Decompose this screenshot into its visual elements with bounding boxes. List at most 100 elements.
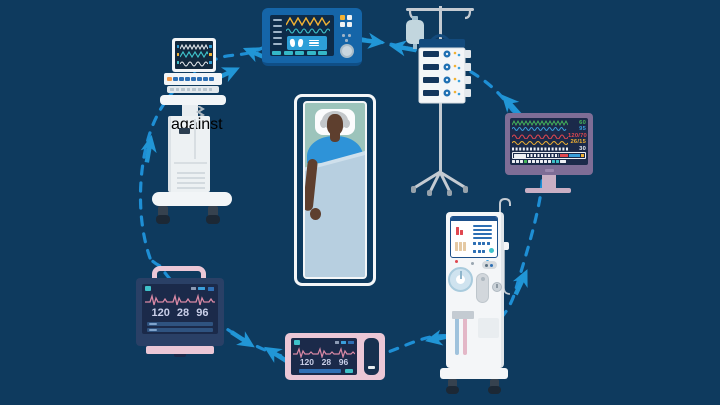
bedside-monitor-body: 120 28 96	[136, 278, 224, 346]
label-chip	[514, 153, 526, 158]
indicator-dot	[345, 39, 348, 42]
resp-trace	[512, 147, 568, 150]
wall-monitor: 60 95 120/70 26/15	[505, 113, 593, 193]
bed-frame	[294, 94, 376, 286]
header-dash	[191, 287, 196, 290]
infusion-pump-stack	[398, 4, 482, 196]
control-knob	[492, 282, 502, 292]
patient-head	[327, 114, 343, 135]
parameter-readout	[273, 25, 282, 27]
knob-tick	[496, 284, 498, 288]
cart-monitor-screen	[175, 41, 213, 69]
flow-arrow-icon	[512, 269, 528, 296]
cart-keyboard	[164, 73, 222, 85]
button	[477, 242, 481, 245]
handle-slot	[364, 338, 379, 375]
key	[179, 77, 184, 81]
menu-bar	[147, 322, 213, 326]
key	[170, 88, 174, 91]
blood-line-pink	[463, 319, 467, 355]
panel-recess	[478, 318, 499, 338]
vent-slot	[177, 187, 205, 189]
monitor-base	[146, 346, 214, 354]
caster-wheel	[156, 215, 170, 224]
pump-module	[476, 273, 489, 303]
indicator-dot	[512, 160, 515, 163]
display-buttons	[473, 242, 490, 245]
indicator-dot	[536, 160, 539, 163]
patient-neck	[330, 133, 340, 142]
indicator-dot	[556, 160, 559, 163]
battery-icon	[348, 340, 354, 344]
vitals-row: 26/15	[512, 139, 586, 145]
pump-center	[456, 275, 465, 284]
caster-wheel	[488, 386, 501, 394]
cart-base	[152, 192, 232, 206]
dialysis-display	[450, 216, 498, 258]
softkey	[295, 51, 304, 55]
spo2-value: 96	[338, 357, 349, 367]
softkey	[306, 51, 316, 55]
dialysis-base	[440, 368, 508, 379]
indicator-dot	[520, 160, 523, 163]
flow-waveform-icon	[286, 28, 330, 34]
frame-button	[545, 169, 554, 172]
monitor-stand-neck	[542, 175, 556, 188]
indicator-dot	[209, 53, 212, 56]
indicator-dot	[524, 160, 527, 163]
button	[473, 250, 476, 253]
anesthesia-workstation: against	[140, 30, 236, 232]
indicator-dot	[209, 61, 212, 64]
waveform-icon	[180, 43, 208, 51]
ecg-waveform	[145, 293, 215, 306]
blood-pump-dial	[448, 267, 473, 292]
chart-bar	[463, 242, 466, 251]
button	[473, 242, 476, 245]
lung-status-panel	[287, 36, 327, 50]
indicator-dot	[540, 160, 543, 163]
cart-tower: against	[168, 116, 223, 192]
softkey	[283, 51, 293, 55]
cart-monitor	[172, 38, 216, 72]
vitals-row: 30	[512, 146, 586, 152]
parameter-readout	[273, 37, 282, 39]
cart-platform	[160, 95, 226, 105]
spo2-waveform	[512, 127, 567, 131]
parameter-readout	[273, 43, 282, 45]
display-buttons	[473, 250, 485, 253]
key	[208, 88, 212, 91]
flow-arrow-icon	[264, 346, 289, 364]
spo2-value: 95	[579, 126, 586, 132]
bedside-monitor-screen: 120 28 96	[142, 284, 218, 334]
resp-value: 28	[321, 357, 332, 367]
transport-monitor-screen: 120 28 96	[291, 338, 357, 375]
flow-arrow-icon	[357, 32, 386, 49]
button	[477, 250, 481, 253]
key	[167, 77, 172, 81]
bar-segment-red	[560, 154, 568, 157]
pap-waveform	[512, 141, 568, 145]
cart-keyboard-row2	[167, 86, 219, 93]
key	[191, 77, 196, 81]
mattress	[303, 101, 367, 279]
pole-hook-icon	[499, 197, 511, 216]
indicator-dot	[455, 260, 458, 263]
chart-bar	[456, 227, 459, 235]
indicator-dot	[552, 160, 555, 163]
flow-arrow-icon	[230, 330, 255, 348]
tube-connector	[452, 311, 474, 319]
indicator-dot	[348, 34, 351, 37]
ecg-waveform	[293, 347, 355, 358]
parameter-readout	[273, 19, 282, 21]
caster-wheel	[158, 206, 168, 217]
header-dash	[341, 341, 346, 344]
abp-value: 120/70	[568, 132, 587, 139]
pap-value: 26/15	[570, 139, 586, 145]
ventilator-buttons	[340, 15, 352, 27]
key	[209, 77, 214, 81]
module-dot	[481, 277, 485, 281]
alarm-bar	[512, 152, 586, 159]
resp-value: 28	[176, 307, 190, 319]
hr-value: 120	[299, 357, 314, 367]
